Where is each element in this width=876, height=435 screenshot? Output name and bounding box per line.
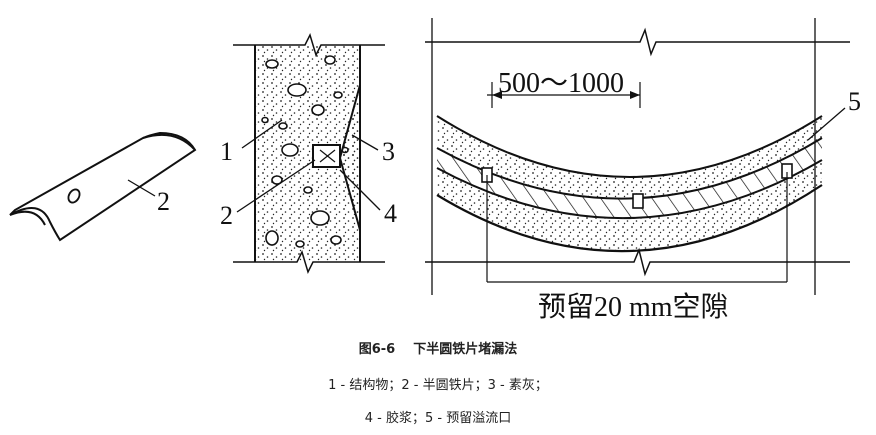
label-1-structure: 1	[220, 137, 233, 166]
half-round-iron-sheet	[9, 131, 197, 242]
gap-label: 预留20 mm空隙	[538, 291, 729, 323]
figure-title: 下半圆铁片堵漏法	[413, 342, 518, 357]
label-5-overflow: 5	[848, 87, 861, 116]
wall-section	[233, 32, 385, 275]
label-4-slurry: 4	[384, 199, 397, 228]
legend-line-2: 4 - 胶浆；5 - 预留溢流口	[364, 411, 512, 426]
dimension-label: 500～1000	[498, 68, 624, 99]
label-3-plaster: 3	[382, 137, 395, 166]
figure-number: 图6-6	[358, 342, 396, 357]
label-2-plate: 2	[220, 201, 233, 230]
curved-section	[425, 18, 850, 295]
label-2-sheet: 2	[157, 187, 170, 216]
figure-caption-title: 图6-6 下半圆铁片堵漏法	[0, 338, 876, 357]
legend-line-1: 1 - 结构物；2 - 半圆铁片；3 - 素灰；	[328, 378, 548, 393]
technical-diagram: 2	[9, 18, 861, 323]
